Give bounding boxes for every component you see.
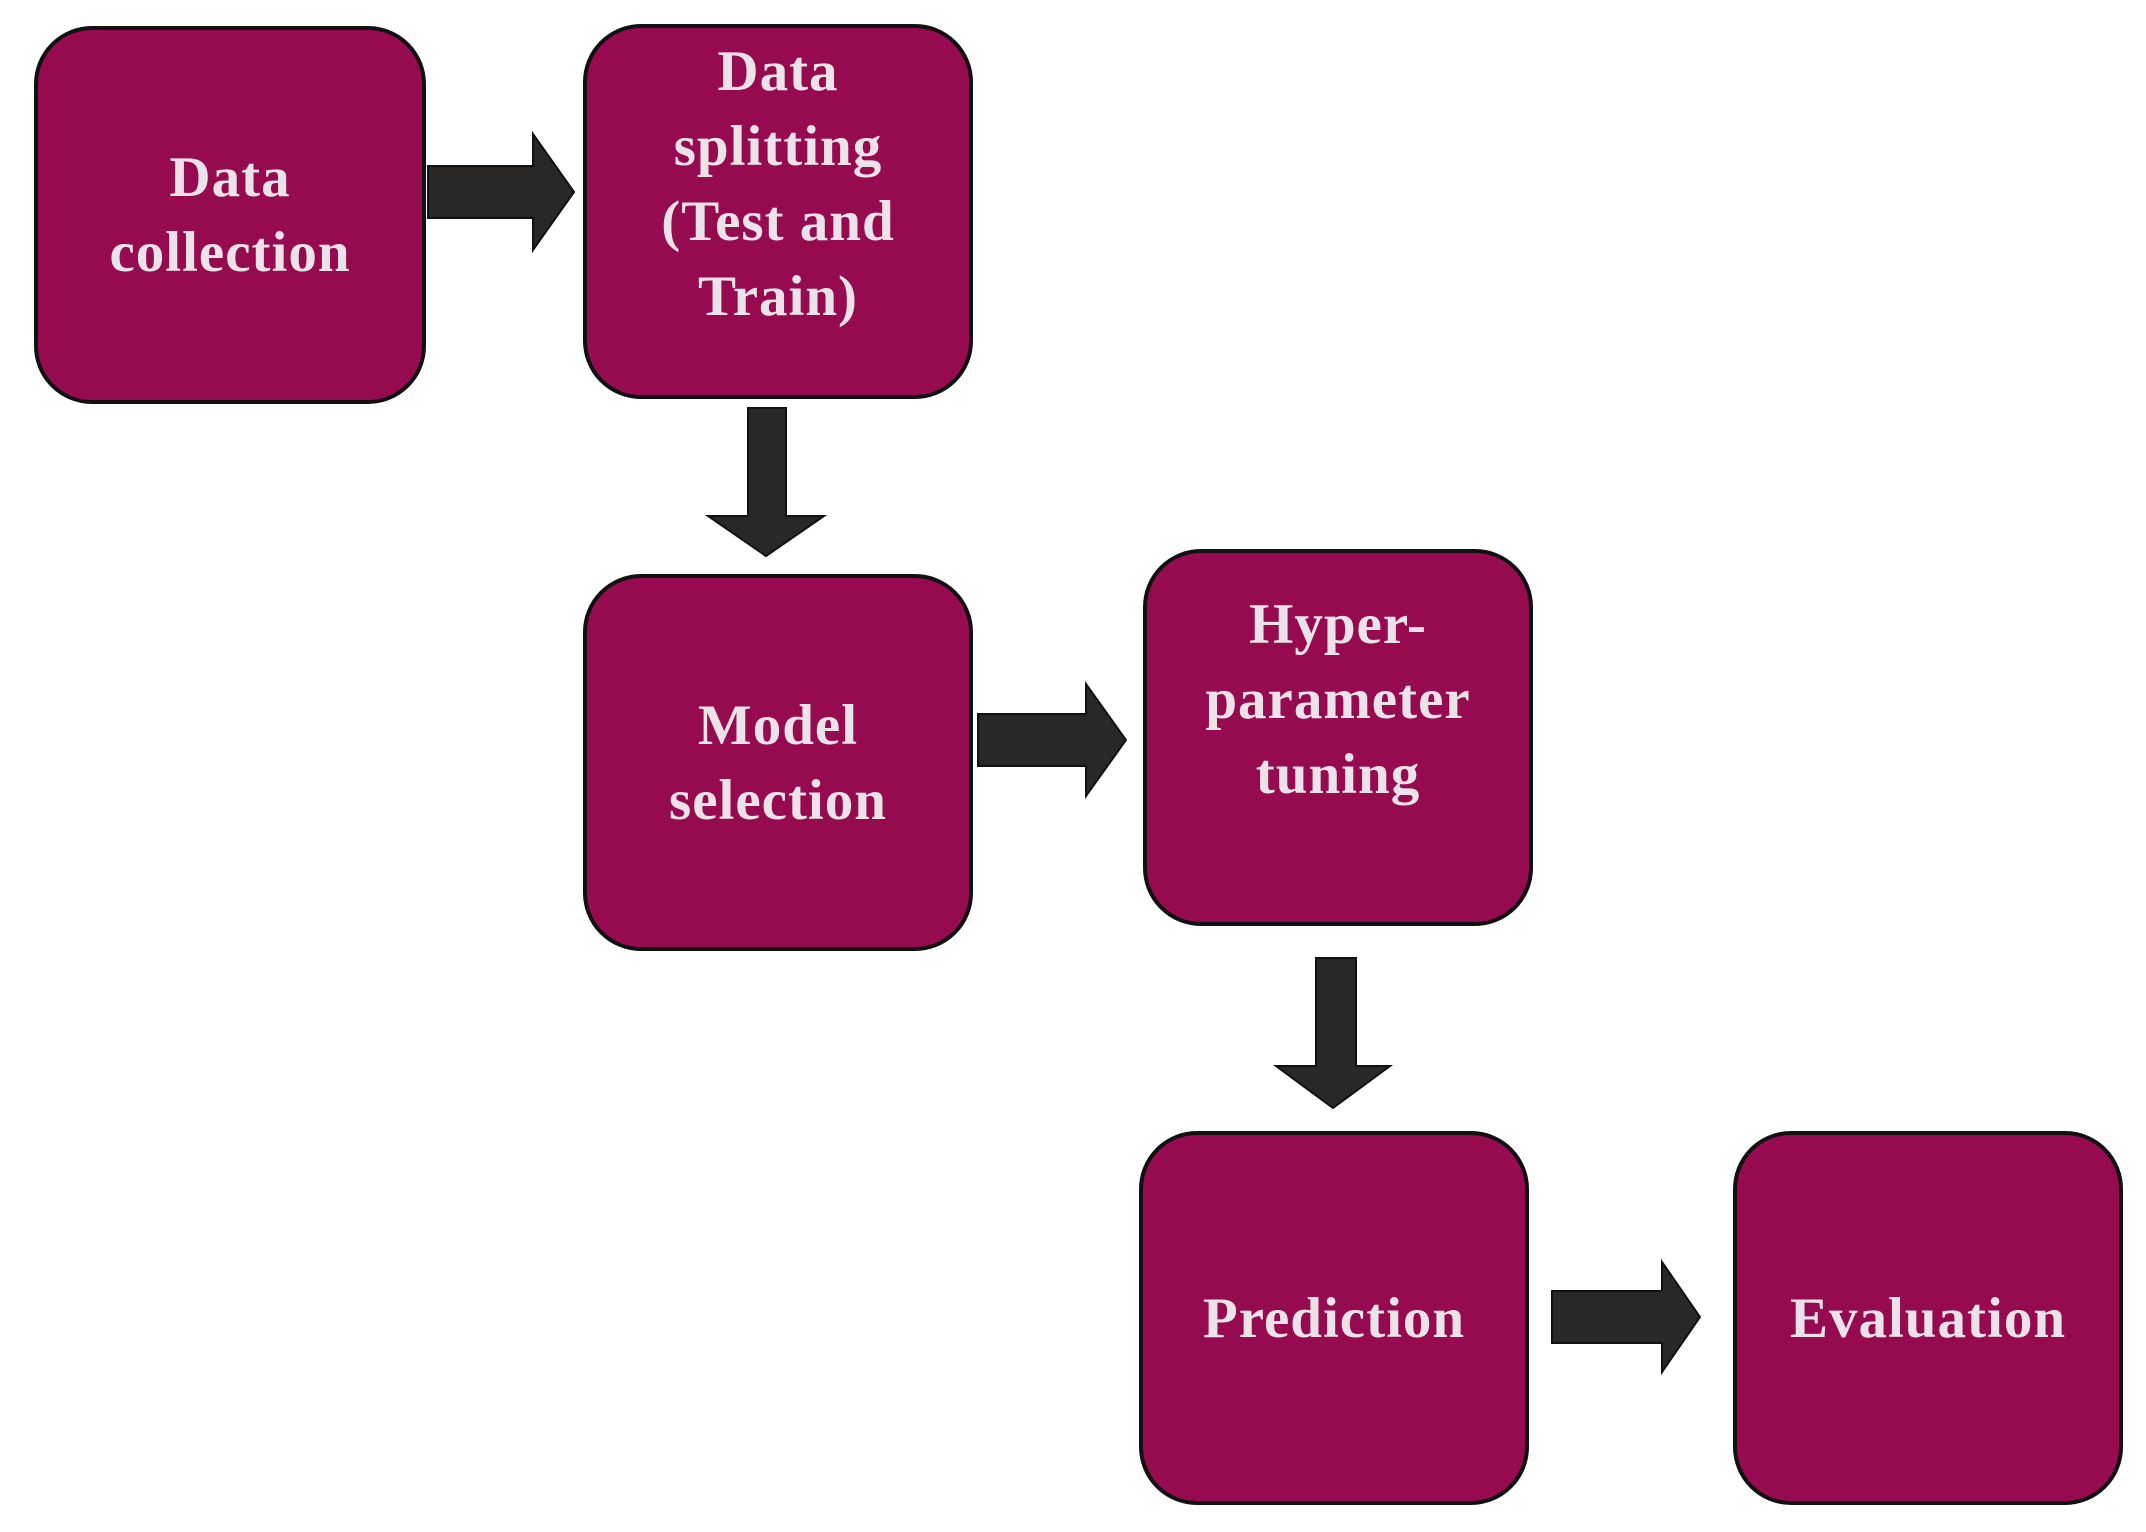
step-data-splitting: Data splitting (Test and Train) [583,24,973,399]
step-model-selection: Model selection [583,574,973,951]
arrow-right-icon [427,130,576,254]
step-data-collection: Data collection [34,26,426,404]
step-label: Data splitting (Test and Train) [661,39,895,328]
step-label: Prediction [1202,1286,1466,1350]
step-prediction: Prediction [1139,1131,1529,1505]
step-label: Hyper- parameter tuning [1205,593,1471,806]
arrow-down-icon [704,407,828,558]
arrow-right-icon [1551,1258,1702,1376]
step-evaluation: Evaluation [1733,1131,2123,1505]
step-hyperparameter-tuning: Hyper- parameter tuning [1143,549,1533,926]
arrow-down-icon [1272,957,1394,1110]
step-label: Evaluation [1789,1286,2067,1350]
step-label: Data collection [109,146,351,284]
step-label: Model selection [669,693,887,832]
arrow-right-icon [977,680,1128,800]
